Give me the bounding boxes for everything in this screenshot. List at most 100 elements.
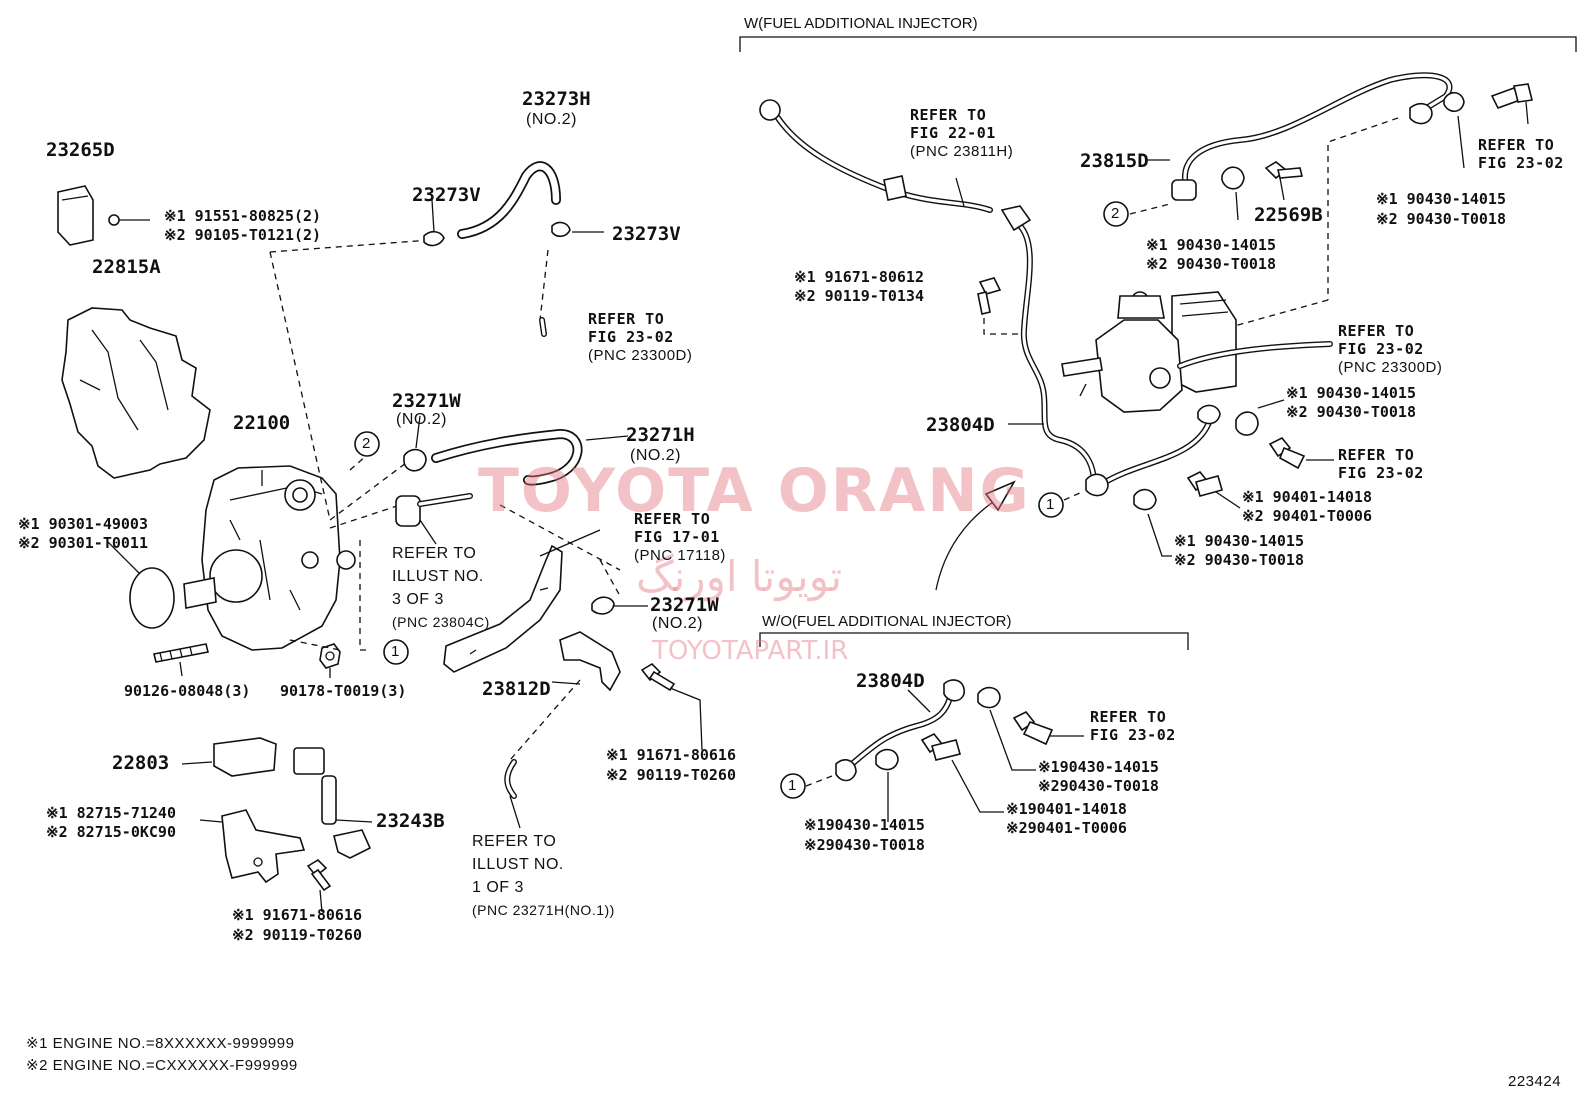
note-top-right-2: ※2 90430-T0018 bbox=[1376, 210, 1506, 228]
callout-2-left bbox=[354, 431, 380, 457]
pipe-22-01 bbox=[759, 99, 993, 213]
cap-22803 bbox=[213, 737, 277, 777]
sensor-23243b bbox=[293, 747, 373, 859]
gasket-23815d bbox=[1221, 166, 1245, 190]
note-wo-a2: ※290430-T0018 bbox=[804, 836, 925, 854]
note-23265d-2: ※2 90105-T0121(2) bbox=[164, 226, 322, 244]
part-23273v-right: 23273V bbox=[612, 223, 681, 245]
part-23804d-upper: 23804D bbox=[926, 414, 995, 436]
part-stud: 90126-08048(3) bbox=[124, 682, 251, 700]
hose-23271h bbox=[431, 429, 583, 486]
part-23271w: 23271W bbox=[392, 390, 461, 412]
callout-2-right bbox=[1103, 201, 1129, 227]
part-23271w-lower: 23271W bbox=[650, 594, 719, 616]
injector-assembly bbox=[1061, 291, 1237, 413]
watermark-url: TOYOTAPART.IR bbox=[652, 636, 849, 666]
note-23265d-1: ※1 91551-80825(2) bbox=[164, 207, 322, 225]
callout-1-bottom bbox=[780, 773, 806, 799]
legend-engine-1: ※1 ENGINE NO.=8XXXXXX-9999999 bbox=[26, 1035, 295, 1052]
note-wo-a1: ※190430-14015 bbox=[804, 816, 925, 834]
callout-2-right-text: 2 bbox=[1111, 205, 1120, 222]
section-without-injector: W/O(FUEL ADDITIONAL INJECTOR) bbox=[762, 613, 1012, 630]
tube-end-illust3 bbox=[395, 495, 421, 527]
watermark-brand: TOYOTA ORANG bbox=[478, 456, 1031, 526]
part-23271h: 23271H bbox=[626, 424, 695, 446]
part-23804d-lower: 23804D bbox=[856, 670, 925, 692]
part-23273h-sub: (NO.2) bbox=[526, 111, 577, 128]
note-bolt-inj-1: ※1 91671-80612 bbox=[794, 268, 924, 286]
banjo-lower bbox=[1085, 473, 1109, 497]
note-gasket-2: ※2 90430-T0018 bbox=[1174, 551, 1304, 569]
note-union-2: ※2 90401-T0006 bbox=[1242, 507, 1372, 525]
union-wo bbox=[920, 732, 1004, 813]
part-23271h-sub: (NO.2) bbox=[630, 447, 681, 464]
callout-1-bottom-text: 1 bbox=[788, 777, 797, 794]
gasket-wo-b bbox=[875, 748, 899, 771]
part-23271w-lower-sub: (NO.2) bbox=[652, 615, 703, 632]
note-bolt-inj-2: ※2 90119-T0134 bbox=[794, 287, 924, 305]
pipe-23815d bbox=[1171, 72, 1453, 201]
note-wo-b1: ※190401-14018 bbox=[1006, 800, 1127, 818]
gasket-lower-right bbox=[1133, 488, 1157, 511]
watermark-brand-fa: تویوتا اورنگ bbox=[636, 552, 843, 601]
callout-1-left bbox=[383, 639, 409, 665]
note-wo-c2: ※290430-T0018 bbox=[1038, 777, 1159, 795]
note-bolt-mid-1: ※1 91671-80616 bbox=[606, 746, 736, 764]
hose-23273h bbox=[457, 161, 561, 239]
bracket-23812d bbox=[443, 529, 621, 692]
part-23812d: 23812D bbox=[482, 678, 551, 700]
part-22815a: 22815A bbox=[92, 256, 161, 278]
clip-23271w bbox=[403, 448, 427, 472]
part-22100: 22100 bbox=[233, 412, 291, 434]
note-bolt-low-1: ※1 91671-80616 bbox=[232, 906, 362, 924]
callout-1-right bbox=[1038, 492, 1064, 518]
part-22803: 22803 bbox=[112, 752, 170, 774]
note-mid-right-2: ※2 90430-T0018 bbox=[1286, 403, 1416, 421]
bracket-82715 bbox=[199, 809, 306, 884]
with-injector-bracket bbox=[739, 36, 1577, 52]
bolt-top-right bbox=[1490, 83, 1533, 125]
without-injector-bracket bbox=[759, 632, 1189, 650]
figure-number: 223424 bbox=[1508, 1073, 1562, 1090]
note-top-right-1: ※1 90430-14015 bbox=[1376, 190, 1506, 208]
bolt-mid bbox=[640, 662, 703, 751]
note-gasket-1: ※1 90430-14015 bbox=[1174, 532, 1304, 550]
part-23273v-left: 23273V bbox=[412, 184, 481, 206]
part-23815d: 23815D bbox=[1080, 150, 1149, 172]
pump-22100 bbox=[183, 465, 356, 651]
callout-2-left-text: 2 bbox=[362, 435, 371, 452]
callout-1-left-text: 1 bbox=[391, 643, 400, 660]
note-bolt-mid-2: ※2 90119-T0260 bbox=[606, 766, 736, 784]
part-23273h: 23273H bbox=[522, 88, 591, 110]
banjo-upper bbox=[1197, 404, 1221, 425]
clip-23273v-right bbox=[551, 221, 571, 238]
note-mid-right-1: ※1 90430-14015 bbox=[1286, 384, 1416, 402]
part-22569b: 22569B bbox=[1254, 204, 1323, 226]
legend-engine-2: ※2 ENGINE NO.=CXXXXXX-F999999 bbox=[26, 1057, 298, 1074]
part-23271w-sub: (NO.2) bbox=[396, 411, 447, 428]
pipe-23804d-lower bbox=[835, 679, 965, 782]
bolt-low bbox=[306, 858, 332, 913]
clip-23273v-left bbox=[423, 230, 445, 247]
note-oring-2: ※2 90301-T0011 bbox=[18, 534, 148, 552]
note-wo-b2: ※290401-T0006 bbox=[1006, 819, 1127, 837]
clip-23271w-lower bbox=[591, 596, 615, 615]
note-wo-c1: ※190430-14015 bbox=[1038, 758, 1159, 776]
part-23243b: 23243B bbox=[376, 810, 445, 832]
bolt-injector bbox=[977, 277, 1002, 315]
part-23265d: 23265D bbox=[46, 139, 115, 161]
note-82715-1: ※1 82715-71240 bbox=[46, 804, 176, 822]
note-82715-2: ※2 82715-0KC90 bbox=[46, 823, 176, 841]
bracket-23265d bbox=[57, 185, 150, 246]
bolt-23-02-d bbox=[1268, 436, 1334, 470]
oring bbox=[129, 567, 175, 629]
bolt-22569b bbox=[1264, 161, 1304, 201]
